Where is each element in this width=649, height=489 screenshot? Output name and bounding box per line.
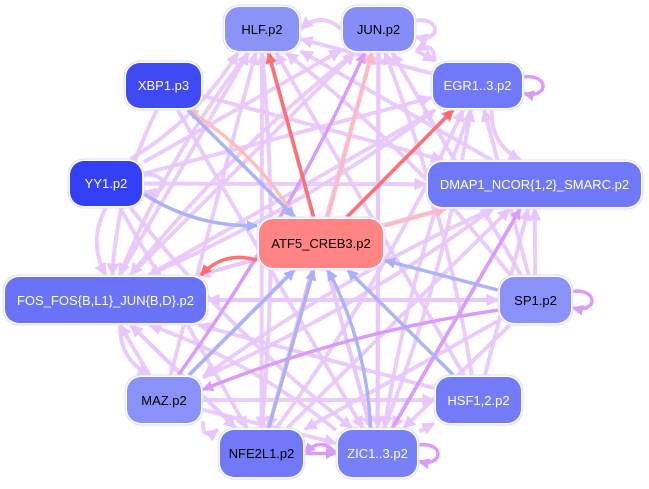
edge-fos-to-hlf xyxy=(118,51,250,277)
edges-layer xyxy=(94,16,594,470)
node-maz[interactable]: MAZ.p2 xyxy=(127,377,201,423)
node-label: YY1.p2 xyxy=(84,176,128,191)
edge-egr-to-zic xyxy=(379,109,473,430)
node-label: JUN.p2 xyxy=(356,21,401,37)
node-label: ZIC1..3.p2 xyxy=(347,446,408,461)
node-xbp1[interactable]: XBP1.p3 xyxy=(126,63,201,108)
node-label: NFE2L1.p2 xyxy=(228,446,295,461)
edge-yy1-to-zic xyxy=(129,206,354,430)
edge-zic-to-dmap1 xyxy=(390,208,522,429)
edge-xbp1-to-zic xyxy=(175,108,365,430)
edge-dmap1-to-hlf xyxy=(299,49,493,162)
edge-hsf-to-fos xyxy=(197,321,435,391)
edge-hsf-to-atf5 xyxy=(346,268,455,377)
node-label: ATF5_CREB3.p2 xyxy=(271,236,371,251)
node-label: HLF.p2 xyxy=(241,21,283,37)
edge-jun-to-jun xyxy=(411,18,437,46)
edge-zic-to-atf5 xyxy=(326,269,373,429)
edge-atf5-to-xbp1 xyxy=(186,108,297,218)
edge-zic-to-nfe2l1 xyxy=(303,442,338,455)
edge-xbp1-to-atf5 xyxy=(186,108,296,219)
edge-atf5-to-hlf xyxy=(265,51,316,218)
node-label: EGR1..3.p2 xyxy=(443,78,512,93)
node-label: HSF1,2.p2 xyxy=(447,392,510,408)
edge-fos-to-maz xyxy=(118,324,151,377)
edge-yy1-to-egr xyxy=(143,94,433,176)
edge-zic-to-fos xyxy=(148,322,338,432)
edge-fos-to-egr xyxy=(148,108,437,277)
edge-atf5-to-dmap1 xyxy=(384,206,447,228)
node-label: MAZ.p2 xyxy=(141,392,187,408)
edge-zic-to-zic xyxy=(414,442,440,470)
edge-nfe2l1-to-atf5 xyxy=(267,268,317,429)
node-nfe2l1[interactable]: NFE2L1.p2 xyxy=(220,430,303,477)
node-egr[interactable]: EGR1..3.p2 xyxy=(433,63,522,108)
node-dmap1[interactable]: DMAP1_NCOR{1,2}_SMARC.p2 xyxy=(428,162,641,207)
edge-atf5-to-egr xyxy=(345,108,455,219)
node-hsf[interactable]: HSF1,2.p2 xyxy=(436,377,521,423)
edge-sp1-to-zic xyxy=(402,323,512,430)
edge-sp1-to-nfe2l1 xyxy=(303,319,499,431)
edge-yy1-to-atf5 xyxy=(143,192,259,232)
edge-egr-to-jun xyxy=(414,39,437,62)
node-label: FOS_FOS{B,L1}_JUN{B,D}.p2 xyxy=(16,292,195,308)
node-jun[interactable]: JUN.p2 xyxy=(343,7,414,51)
edge-maz-to-jun xyxy=(177,51,367,377)
edge-jun-to-hlf xyxy=(299,16,343,31)
node-label: DMAP1_NCOR{1,2}_SMARC.p2 xyxy=(439,177,630,192)
node-fos[interactable]: FOS_FOS{B,L1}_JUN{B,D}.p2 xyxy=(5,277,206,323)
node-label: XBP1.p3 xyxy=(137,78,190,93)
node-atf5[interactable]: ATF5_CREB3.p2 xyxy=(259,219,383,268)
node-hlf[interactable]: HLF.p2 xyxy=(225,7,299,51)
edge-maz-to-hlf xyxy=(168,51,259,376)
edge-maz-to-atf5 xyxy=(187,268,296,377)
edge-sp1-to-atf5 xyxy=(383,257,499,292)
edge-dmap1-to-maz xyxy=(201,207,494,379)
edge-atf5-to-jun xyxy=(326,51,375,218)
edge-sp1-to-dmap1 xyxy=(528,207,542,276)
edge-hlf-to-fos xyxy=(118,51,250,277)
edge-zic-to-egr xyxy=(382,108,476,429)
node-sp1[interactable]: SP1.p2 xyxy=(500,277,571,323)
edge-atf5-to-fos xyxy=(199,255,258,277)
edge-egr-to-dmap1 xyxy=(489,109,522,162)
edge-egr-to-fos xyxy=(147,108,436,277)
edge-fos-to-nfe2l1 xyxy=(129,323,238,430)
node-label: SP1.p2 xyxy=(514,292,557,308)
edge-yy1-to-fos xyxy=(94,207,108,277)
edge-egr-to-egr xyxy=(519,74,545,102)
node-yy1[interactable]: YY1.p2 xyxy=(70,161,142,206)
edge-sp1-to-sp1 xyxy=(568,289,594,316)
edge-zic-to-hsf xyxy=(418,421,436,435)
edge-yy1-to-dmap1 xyxy=(143,177,428,191)
node-zic[interactable]: ZIC1..3.p2 xyxy=(338,430,417,477)
edge-maz-to-nfe2l1 xyxy=(200,421,220,442)
